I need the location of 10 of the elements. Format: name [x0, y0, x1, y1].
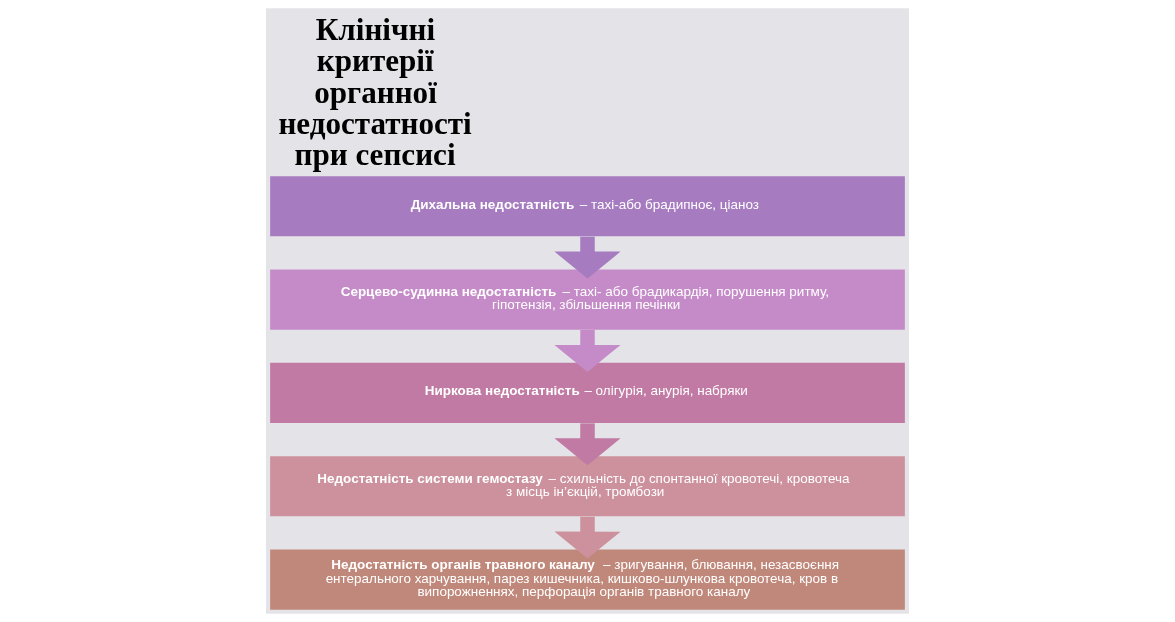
node-box: Серцево-судинна недостатність – тахі- або брадикардія, порушення ритму, гіпотензія, збільшення печінки	[270, 269, 905, 330]
node-box: Недостатність системи гемостазу – схильність до спонтанної кровотечі, кровотеча з місць ін’єкцій, тромбози	[270, 456, 905, 517]
diagram-title: Клінічні критерії органної недостатності при сепсисі	[278, 12, 472, 172]
arrow	[554, 330, 621, 372]
arrow	[554, 516, 621, 559]
arrow	[554, 423, 621, 466]
node-box: Недостатність органів травного каналу – зригування, блювання, незасвоєння ентерального харчування, парез кишечника, кишково-шлункова кровотеча, кров в випорожненнях, перфорація органів травного каналу	[270, 549, 905, 610]
arrow	[554, 236, 621, 279]
node-box: Дихальна недостатність – тахі-або брадипноє, ціаноз	[270, 176, 905, 237]
node-box: Ниркова недостатність – олігурія, анурія, набряки	[270, 362, 905, 423]
